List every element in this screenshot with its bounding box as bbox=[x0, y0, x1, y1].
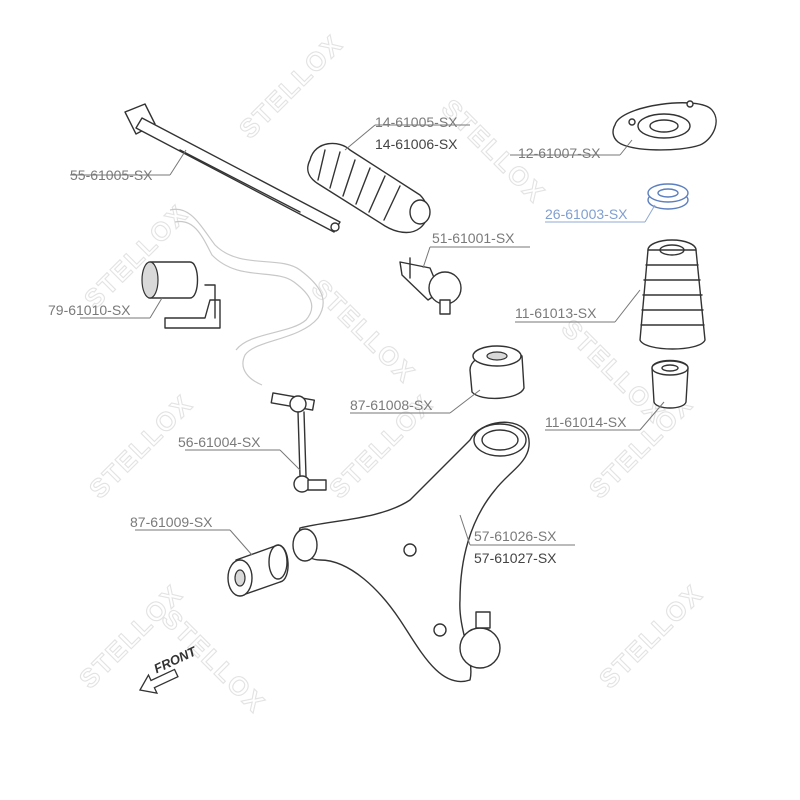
bump-stop bbox=[651, 359, 689, 409]
strut-bearing bbox=[647, 183, 689, 210]
label-tie-rod: 55-61005-SX bbox=[70, 167, 153, 183]
watermark: STELLOX bbox=[233, 28, 349, 144]
label-bearing: 26-61003-SX bbox=[545, 206, 628, 222]
part-labels: 55-61005-SX 14-61005-SX 14-61006-SX 12-6… bbox=[48, 114, 628, 566]
label-stab-link: 56-61004-SX bbox=[178, 434, 261, 450]
label-bump-stop: 11-61014-SX bbox=[545, 414, 627, 430]
label-tie-rod-end: 51-61001-SX bbox=[432, 230, 515, 246]
bump-boot bbox=[639, 239, 706, 350]
label-bump-boot: 11-61013-SX bbox=[515, 305, 597, 321]
tie-rod-end bbox=[399, 257, 462, 315]
front-arrow-icon bbox=[138, 668, 179, 695]
label-stab-bushing: 79-61010-SX bbox=[48, 302, 131, 318]
stabilizer-link bbox=[270, 392, 327, 493]
label-arm-bushing-rear: 87-61008-SX bbox=[350, 397, 433, 413]
label-arm-bushing-front: 87-61009-SX bbox=[130, 514, 213, 530]
leader-lines bbox=[70, 124, 665, 556]
watermark: STELLOX bbox=[306, 273, 422, 389]
strut-mount bbox=[612, 100, 717, 151]
stabilizer-bushing bbox=[141, 261, 221, 329]
label-boot-2: 14-61006-SX bbox=[375, 136, 458, 152]
front-arm-bushing bbox=[227, 544, 289, 597]
label-boot-1: 14-61005-SX bbox=[375, 114, 458, 130]
front-indicator: FRONT bbox=[138, 643, 199, 695]
control-arm bbox=[292, 421, 530, 683]
label-control-arm-2: 57-61027-SX bbox=[474, 550, 557, 566]
rear-arm-bushing bbox=[469, 345, 525, 400]
tie-rod bbox=[124, 103, 341, 233]
watermark: STELLOX bbox=[593, 578, 709, 694]
label-strut-mount: 12-61007-SX bbox=[518, 145, 601, 161]
stabilizer-bar bbox=[169, 208, 324, 386]
steering-boot bbox=[307, 142, 431, 234]
label-control-arm-1: 57-61026-SX bbox=[474, 528, 557, 544]
